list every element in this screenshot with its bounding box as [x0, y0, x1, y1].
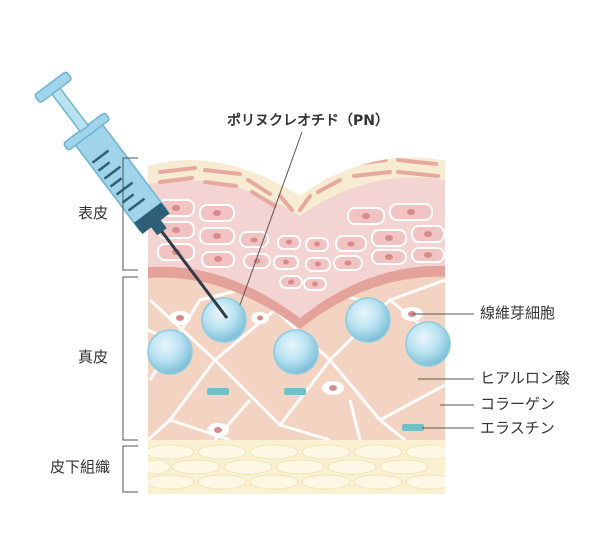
hyaluronic-acid-label: ヒアルロン酸 [480, 369, 570, 387]
dermis-bracket [122, 276, 138, 441]
epidermis-bracket [122, 157, 138, 271]
pn-sphere-icon [201, 297, 247, 343]
leader-lines [239, 131, 474, 429]
epidermis-label: 表皮 [78, 204, 109, 222]
corneum-lines [158, 158, 440, 212]
pn-sphere-icon [345, 297, 391, 343]
elastin-fibers [207, 388, 424, 431]
syringe-icon [34, 71, 229, 319]
pn-sphere-icon [405, 321, 451, 367]
collagen-label: コラーゲン [480, 395, 556, 413]
layer-brackets [122, 157, 138, 493]
dermis-label: 真皮 [78, 348, 109, 366]
pn-leader [239, 131, 303, 306]
skin-cross-section [148, 157, 445, 494]
basal-membrane [148, 265, 445, 329]
fat-cells [148, 444, 445, 490]
pn-sphere-icon [147, 329, 193, 375]
pn-spheres [147, 297, 451, 375]
cell-nuclei [172, 205, 432, 287]
stratum-corneum [148, 157, 445, 216]
epidermal-cells [157, 199, 445, 291]
pn-sphere-icon [273, 329, 319, 375]
subcutaneous-bracket [122, 445, 138, 493]
pn-label: ポリヌクレオチド（PN） [227, 113, 389, 129]
subcutaneous-label: 皮下組織 [50, 458, 111, 476]
fibroblast-label: 線維芽細胞 [480, 304, 556, 322]
elastin-label: エラスチン [480, 419, 555, 437]
